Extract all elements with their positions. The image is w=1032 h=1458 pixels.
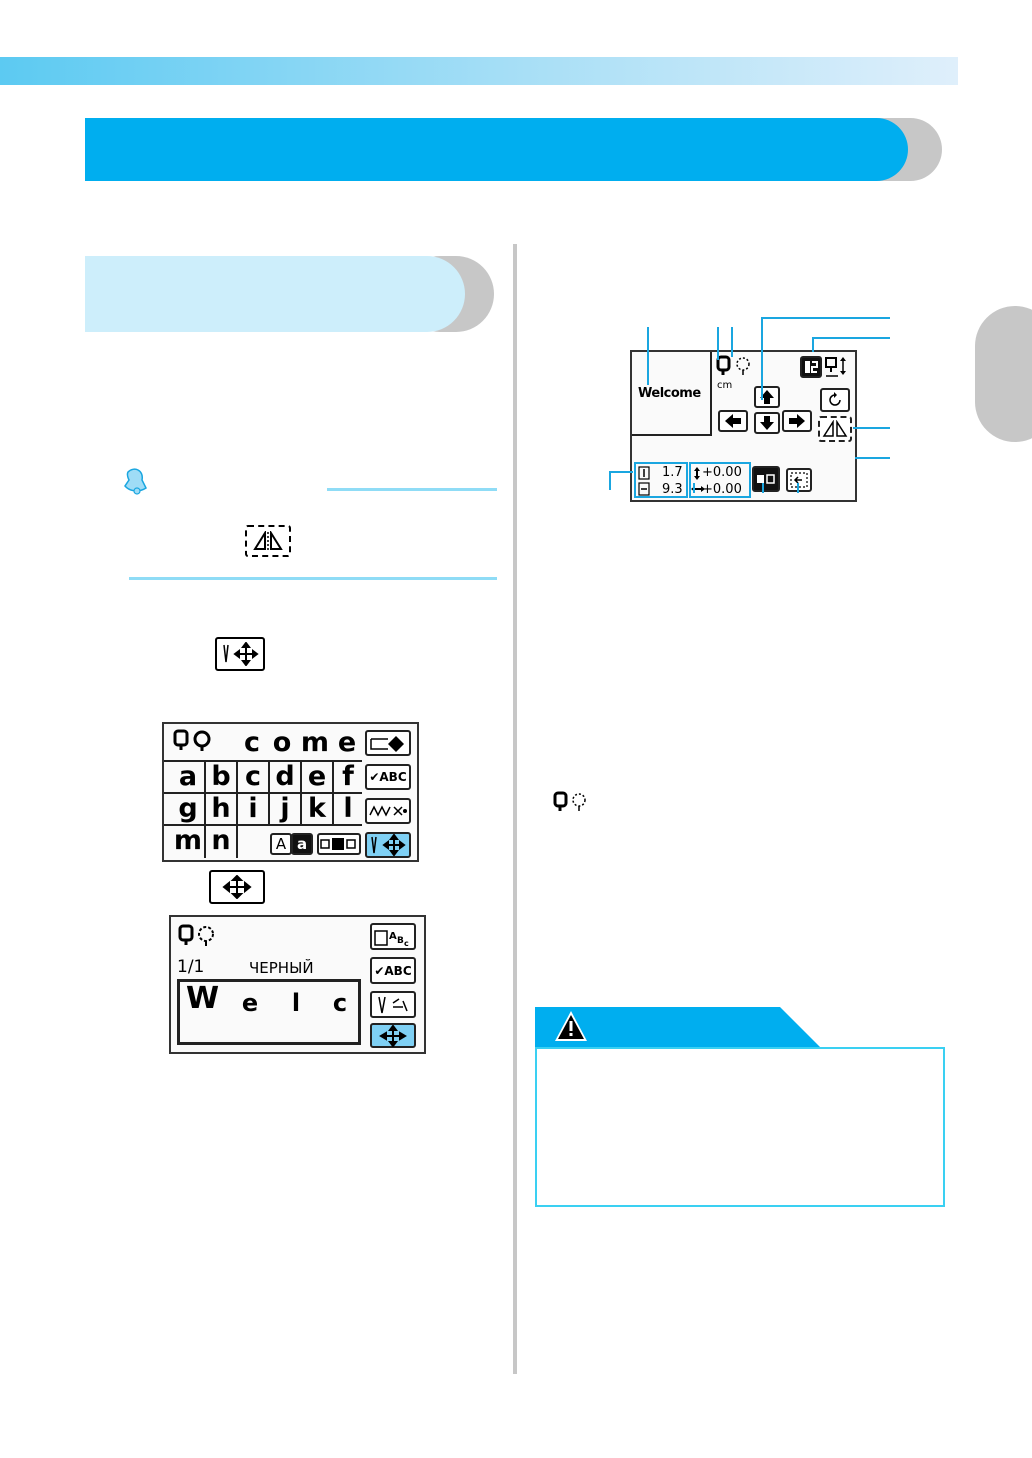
arrow-right-key[interactable] — [782, 410, 812, 432]
preview-letter: l — [291, 989, 301, 1017]
warning-box — [535, 1047, 945, 1207]
subsection-header-bar — [85, 256, 465, 332]
letter-key[interactable]: n — [211, 825, 231, 856]
letter-key[interactable]: l — [343, 793, 353, 824]
size-key[interactable] — [317, 833, 361, 855]
grid-rule — [164, 760, 362, 762]
mirror-key[interactable] — [818, 416, 852, 442]
memo-top-rule — [327, 488, 497, 491]
letter-key[interactable]: j — [280, 793, 290, 824]
grid-rule — [236, 760, 238, 858]
top-letter: e — [337, 727, 357, 758]
rotate-key[interactable] — [820, 388, 850, 412]
width-icon — [638, 482, 650, 496]
memo-bell-icon — [124, 468, 147, 495]
grid-rule — [204, 760, 206, 858]
width-value: 9.3 — [662, 482, 683, 497]
letter-key[interactable]: h — [211, 793, 231, 824]
letter-key[interactable]: k — [308, 793, 326, 824]
position-icon — [825, 357, 846, 377]
letter-key[interactable]: i — [248, 793, 258, 824]
horizontal-offset-value: +0.00 — [702, 482, 742, 497]
preview-letter: e — [241, 989, 259, 1017]
delete-key[interactable] — [365, 730, 411, 756]
top-letter: o — [272, 727, 292, 758]
letter-key[interactable]: b — [211, 761, 231, 792]
layout-key-icon — [215, 637, 265, 671]
warning-header — [535, 1007, 820, 1047]
needle-key[interactable] — [370, 991, 416, 1018]
grid-rule — [164, 824, 362, 826]
check-abc-key[interactable]: ✔ABC — [370, 957, 416, 984]
size-readout-box: 1.7 9.3 — [634, 462, 688, 498]
memo-bottom-rule — [129, 577, 497, 580]
check-abc-label: ✔ABC — [374, 963, 412, 978]
hoop-icon — [178, 924, 214, 946]
mirror-image-icon — [245, 525, 291, 557]
grid-rule — [332, 760, 334, 826]
center-key[interactable] — [752, 466, 780, 492]
lcd-layout-diagram: Welcome cm — [630, 350, 857, 502]
hoop-icon — [173, 729, 211, 751]
lowercase-label: a — [296, 835, 308, 853]
unit-label: cm — [717, 380, 733, 391]
grid-rule — [164, 792, 362, 794]
uppercase-key[interactable]: A — [270, 833, 292, 855]
letter-key[interactable]: g — [178, 793, 198, 824]
move-key-icon — [209, 870, 265, 904]
preview-text: Welcome — [638, 386, 701, 401]
letter-key[interactable]: e — [307, 761, 327, 792]
text-preview-box: W e l c — [177, 979, 361, 1045]
layout-key[interactable] — [365, 832, 411, 858]
arrow-down-key[interactable] — [754, 412, 780, 434]
lowercase-key[interactable]: a — [291, 833, 313, 855]
check-abc-key[interactable]: ✔ABC — [365, 764, 411, 790]
preview-letter: W — [186, 981, 220, 1016]
pattern-preview: Welcome — [632, 352, 712, 436]
letter-key[interactable]: c — [244, 761, 261, 792]
section-header-bar — [85, 118, 908, 181]
column-divider — [513, 244, 517, 1374]
hoop-icon — [553, 791, 586, 811]
top-gradient-strip — [0, 57, 958, 85]
vertical-offset-icon — [694, 467, 700, 480]
svg-text:A: A — [389, 931, 397, 942]
lcd-alphabet-screen: c o m e a b c d e f g h i j k l m n A a — [162, 722, 419, 862]
diagram-callouts — [609, 317, 890, 493]
grid-rule — [300, 760, 302, 826]
arrow-up-key[interactable] — [754, 386, 780, 408]
stitch-key[interactable] — [365, 798, 411, 824]
top-letter: m — [300, 727, 330, 758]
height-icon — [638, 466, 650, 480]
arrow-left-key[interactable] — [718, 410, 748, 432]
check-abc-label: ✔ABC — [369, 770, 407, 784]
uppercase-label: A — [275, 835, 287, 853]
letter-key[interactable]: f — [342, 761, 354, 792]
letter-key[interactable]: d — [275, 761, 295, 792]
svg-text:B: B — [397, 936, 404, 946]
preview-letter: c — [332, 989, 348, 1017]
move-key[interactable] — [370, 1023, 416, 1048]
letter-key[interactable]: m — [173, 825, 203, 856]
page-indicator: 1/1 — [177, 957, 205, 977]
vertical-offset-value: +0.00 — [702, 465, 742, 480]
height-value: 1.7 — [662, 465, 683, 480]
top-letter: c — [243, 727, 260, 758]
svg-text:c: c — [404, 939, 409, 947]
thread-color-name: ЧЕРНЫЙ — [249, 959, 314, 977]
grid-rule — [268, 760, 270, 826]
letter-key[interactable]: a — [178, 761, 198, 792]
hoop-icon — [716, 355, 750, 375]
chapter-side-tab — [975, 306, 1032, 442]
layout-toggle-key[interactable] — [800, 356, 822, 378]
